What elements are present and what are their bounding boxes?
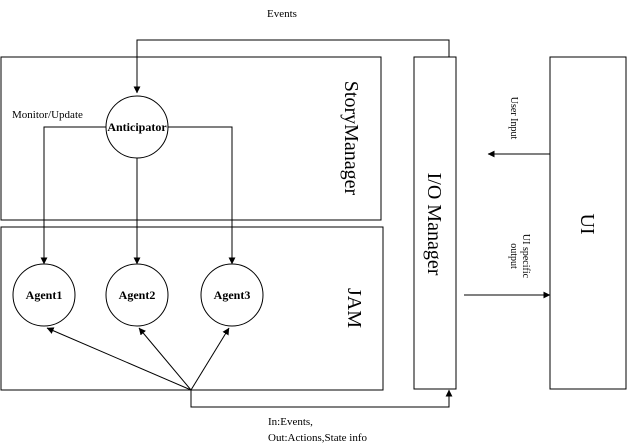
agent1-node: Agent1 (12, 263, 76, 327)
io-manager-title: I/O Manager (423, 173, 445, 276)
anticipator-to-agent3-arrow (168, 126, 236, 265)
ui-specific-output-label-1: UI specific (520, 234, 531, 279)
agent1-label: Agent1 (26, 288, 63, 302)
junction-to-agent2-arrow (138, 327, 192, 391)
story-manager-title: StoryManager (340, 81, 362, 196)
story-manager-box (0, 56, 382, 221)
anticipator-to-agent1-arrow (40, 126, 106, 265)
ui-box (549, 56, 627, 390)
junction-to-agent3-arrow (190, 327, 230, 391)
agent2-node: Agent2 (105, 263, 169, 327)
agent2-label: Agent2 (119, 288, 156, 302)
monitor-update-label: Monitor/Update (12, 109, 83, 121)
junction-to-agent1-arrow (46, 327, 192, 391)
in-events-label: In:Events, (268, 416, 313, 428)
ui-title: UI (576, 213, 598, 234)
out-actions-label: Out:Actions,State info (268, 432, 367, 444)
jam-title: JAM (343, 288, 365, 328)
io-manager-box (413, 56, 457, 390)
events-label: Events (267, 8, 297, 20)
anticipator-label: Anticipator (107, 120, 167, 134)
ui-specific-output-label-2: output (508, 243, 519, 269)
anticipator-node: Anticipator (105, 95, 169, 159)
jam-io-loop-arrow (190, 389, 453, 408)
agent3-node: Agent3 (200, 263, 264, 327)
events-arrow (133, 39, 450, 94)
user-input-label: User Input (508, 97, 519, 140)
agent3-label: Agent3 (214, 288, 251, 302)
